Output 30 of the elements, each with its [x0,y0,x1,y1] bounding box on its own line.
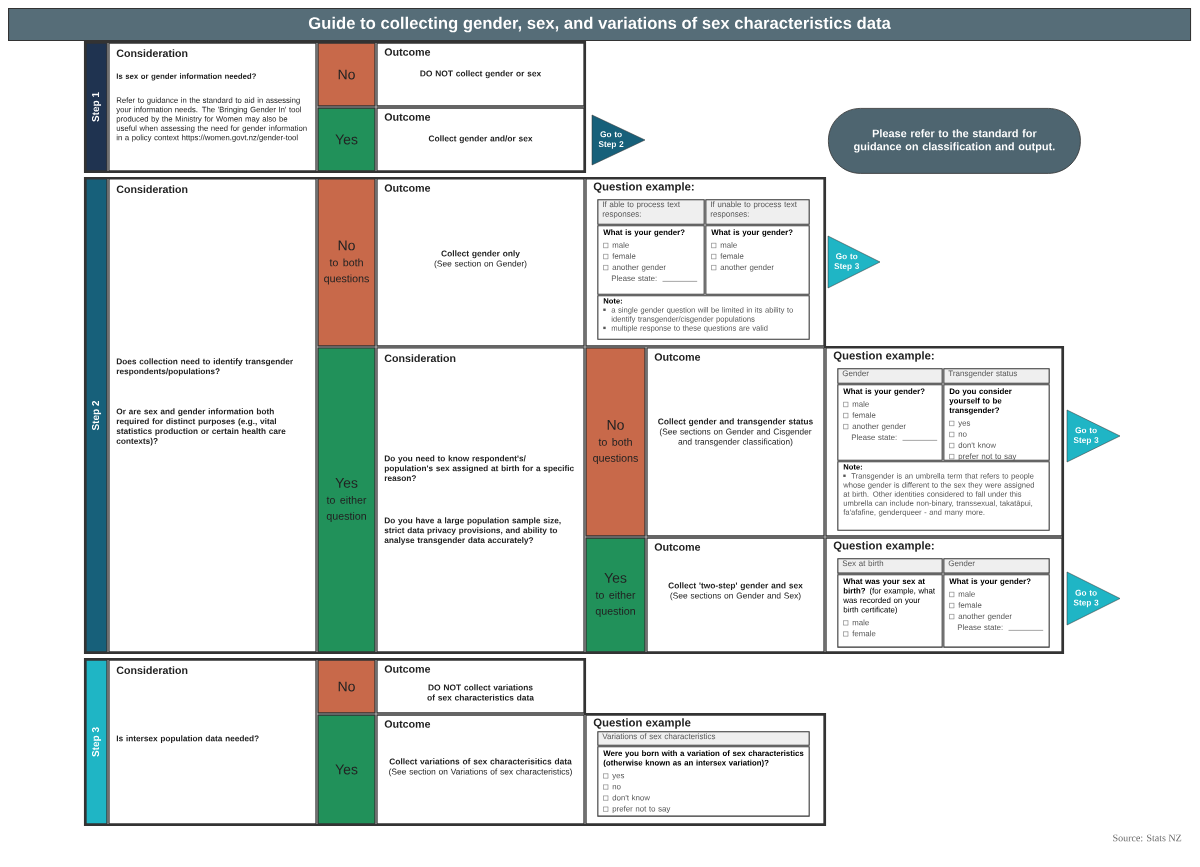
outcome-cell: Outcome Collect gender and transgender status (See sections on Gender and Cisgender and transgender classification) [646,347,825,537]
table-header-cell: Gender [943,558,1050,574]
outcome-cell: Outcome Collect 'two-step' gender and sex (See sections on Gender and Sex) [646,537,825,653]
source-note: Source: Stats NZ [1113,834,1182,842]
consideration-cell: Consideration Is intersex population data needed? [108,659,317,825]
table-header-cell: If able to process text responses: [597,199,705,225]
step-band: Step 3 [85,659,108,825]
outcome-cell: Outcome DO NOT collect variations of sex characteristics data [376,659,585,714]
consideration-cell: Consideration Do you need to know respondent's/ population's sex assigned at birth for a specific reason? Do you have a large population sample size, strict data privacy provisions, and ability to analyse transgender data accurately? [376,347,585,653]
answer-cell: Yes [317,107,376,172]
outcome-cell: Outcome DO NOT collect gender or sex [376,42,585,107]
outcome-cell: Outcome Collect gender and/or sex [376,107,585,172]
answer-cell: No [317,659,376,714]
answer-cell: Yes [317,714,376,825]
answer-cell: No [317,42,376,107]
info-pill: Please refer to the standard for guidance on classification and output. [828,108,1081,174]
answer-cell: No to both questions [317,178,376,347]
step-band: Step 2 [85,178,108,653]
table-header-cell: Sex at birth [837,558,943,574]
table-header-cell: Transgender status [943,368,1050,384]
consideration-cell: Consideration Does collection need to identify transgender respondents/populations? Or are sex and gender information both required for distinct purposes (e.g., vital statistics production or certain health care contexts)? [108,178,317,653]
title-banner: Guide to collecting gender, sex, and variations of sex characteristics data [8,8,1192,42]
table-header-cell: Variations of sex characteristics [597,731,810,746]
answer-cell: Yes to either question [585,537,646,653]
answer-cell: No to both questions [585,347,646,537]
table-header-cell: Gender [837,368,943,384]
answer-cell: Yes to either question [317,347,376,653]
table-header-cell: If unable to process text responses: [705,199,810,225]
outcome-cell: Outcome Collect gender only (See section on Gender) [376,178,585,347]
step-band: Step 1 [85,42,108,172]
